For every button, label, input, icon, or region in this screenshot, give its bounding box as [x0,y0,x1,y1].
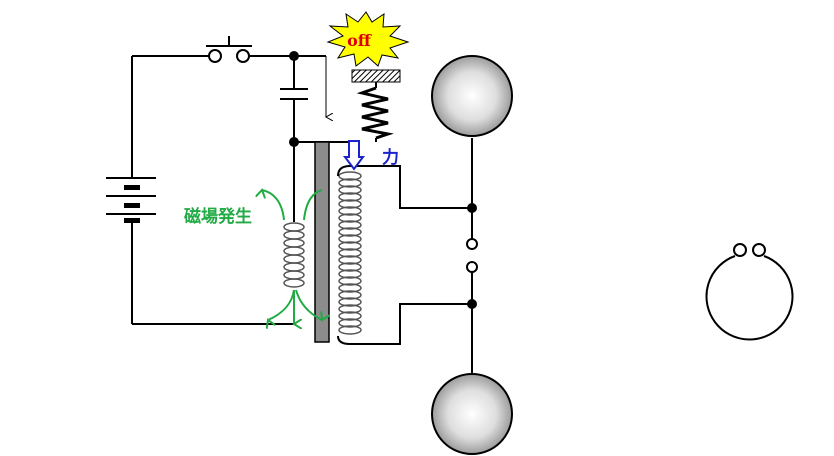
battery [106,172,156,223]
secondary-coil-turn [338,276,362,286]
secondary-coil-turn [338,185,362,195]
secondary-coil-turn [338,178,362,188]
capacitor [280,88,308,100]
secondary-coil-turn [338,262,362,272]
secondary-coil-turn [338,227,362,237]
secondary-coil-turn [338,220,362,230]
secondary-coil-turn [338,192,362,202]
secondary-coil [338,171,362,335]
sphere-electrode-bottom [431,373,513,455]
secondary-coil-turn [338,213,362,223]
magnetic-field-label: 磁場発生 [184,206,252,227]
spark-off-burst: off [326,11,410,67]
secondary-coil-turn [338,290,362,300]
secondary-coil-turn [338,234,362,244]
spark-gap-assembly [431,55,513,455]
secondary-coil-turn [338,255,362,265]
secondary-coil-turn [338,304,362,314]
primary-coil [283,222,305,288]
force-arrow [343,140,365,171]
spark-gap-terminal-lower [466,261,478,273]
junction-dot-contact [289,137,299,147]
iron-core [314,141,330,343]
secondary-coil-turn [338,248,362,258]
secondary-coil-lead-top [337,165,472,209]
secondary-coil-turn [338,199,362,209]
secondary-coil-turn [338,283,362,293]
spark-gap-terminal-upper [466,238,478,250]
burst-label: off [347,31,372,50]
push-switch [206,36,252,63]
force-label: 力 [382,147,399,168]
junction-dot-top [289,51,299,61]
secondary-coil-turn [338,325,362,335]
magnetic-field-lines [262,190,322,324]
secondary-coil-turn [338,206,362,216]
ring-gap [705,243,794,341]
secondary-coil-turn [338,297,362,307]
secondary-coil-turn [338,311,362,321]
secondary-coil-turn [338,241,362,251]
contact-spring [351,69,401,142]
secondary-coil-turn [338,318,362,328]
sphere-electrode-top [431,55,513,137]
secondary-coil-lead-bottom [337,303,472,345]
secondary-coil-turn [338,269,362,279]
